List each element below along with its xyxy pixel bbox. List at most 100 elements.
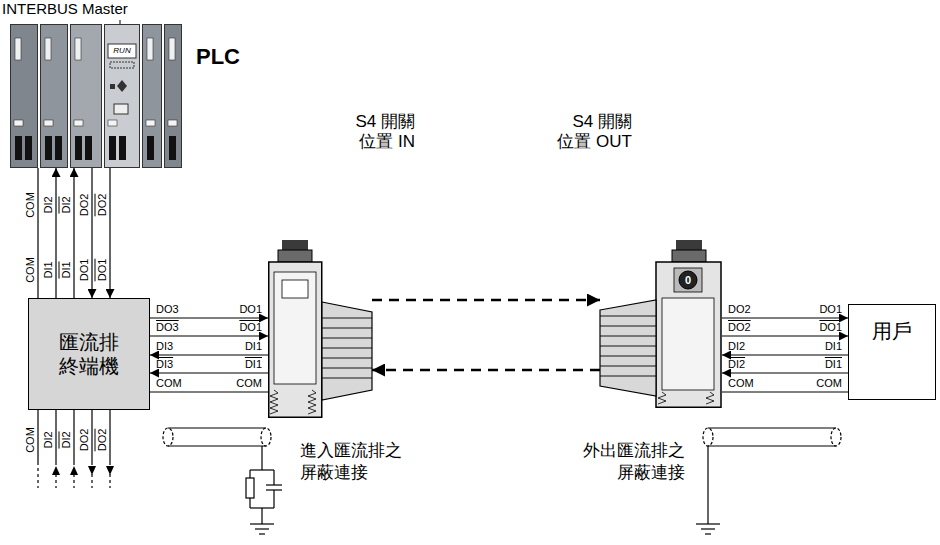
signal-wire	[722, 335, 848, 336]
optical-link-out-outline	[600, 346, 656, 347]
signal-label: COM	[236, 378, 262, 389]
optical-link-in-outline	[269, 240, 372, 417]
stub-arrowhead	[106, 466, 114, 475]
plc-rack-outline	[45, 38, 51, 60]
plc-rack-outline	[110, 62, 134, 68]
plc-rack-outline	[168, 120, 177, 126]
signal-label: COM	[156, 378, 182, 389]
signal-label: DO2	[97, 429, 108, 452]
box-label: 用戶	[872, 319, 912, 343]
signal-wire	[150, 372, 268, 373]
signal-label: DI1	[61, 261, 72, 278]
bus-stub-wire	[91, 410, 92, 462]
rc-ground-network	[255, 528, 269, 529]
optical-link-out-outline	[600, 376, 656, 377]
cable-shield	[261, 428, 271, 446]
optical-link-out-outline	[600, 326, 656, 327]
plc-rack-outline	[108, 120, 117, 126]
bus-stub-wire	[55, 410, 56, 462]
switch-dial-mark: 0	[685, 275, 691, 286]
signal-wire	[722, 354, 848, 355]
signal-label: COM	[816, 378, 842, 389]
signal-label: DO1	[97, 259, 108, 282]
rc-ground-network	[266, 484, 282, 485]
signal-wire	[150, 317, 268, 318]
plc-rack-outline	[14, 120, 23, 126]
stub-arrowhead	[88, 466, 96, 475]
signal-label: DI2	[61, 196, 72, 213]
light-beam-arrow	[372, 369, 600, 372]
ground-symbol	[696, 446, 720, 534]
plc-rack-outline	[143, 25, 162, 168]
signal-label: DI2	[43, 196, 54, 213]
optical-link-in-outline	[322, 368, 372, 369]
optical-link-out-outline	[676, 240, 702, 250]
ground-symbol	[705, 533, 711, 534]
optical-link-out-outline	[662, 298, 714, 390]
stub-arrowhead	[70, 466, 78, 475]
signal-label: DI2	[61, 431, 72, 448]
plc-rack-outline	[15, 136, 22, 160]
signal-label: COM	[25, 192, 36, 218]
signal-label: COM	[728, 378, 754, 389]
optical-link-in-outline	[282, 280, 308, 298]
optical-link-in-outline	[322, 328, 372, 329]
rc-ground-network	[250, 523, 274, 524]
optical-link-in-outline	[322, 338, 372, 339]
optical-link-out-outline	[672, 250, 706, 262]
signal-label: DI1	[825, 341, 842, 352]
signal-label: DI3	[156, 359, 173, 370]
cable-shield	[163, 428, 173, 446]
signal-label: DI1	[245, 341, 262, 352]
plc-rack-outline	[165, 25, 182, 168]
optical-link-in-outline	[322, 378, 372, 379]
cable-shield	[163, 428, 841, 446]
cable-shield	[168, 427, 266, 428]
signal-wire	[722, 372, 848, 373]
optical-link-out-outline	[656, 262, 721, 407]
shield-note: 進入匯流排之 屏蔽連接	[300, 440, 430, 484]
switch-label: S4 開關 位置 IN	[330, 112, 415, 153]
cable-shield	[703, 428, 713, 446]
rc-ground-network	[273, 470, 274, 485]
signal-label: DI1	[43, 261, 54, 278]
optical-link-in-outline	[278, 250, 312, 262]
ground-symbol	[696, 523, 720, 524]
rc-ground-network	[250, 469, 274, 470]
plc-rack-outline	[105, 25, 140, 168]
plc-rack-outline	[71, 25, 102, 168]
bus-stub-wire	[37, 462, 38, 488]
signal-wire	[109, 168, 110, 298]
plc-rack-outline	[11, 25, 182, 168]
bus-stub-wire	[37, 410, 38, 462]
bus-stub-wire	[73, 410, 74, 462]
signal-label: DO1	[819, 322, 842, 333]
signal-label: COM	[25, 427, 36, 453]
optical-link-in-outline	[322, 302, 372, 400]
optical-link-out-outline	[600, 356, 656, 357]
rc-ground-network	[273, 490, 274, 508]
plc-rack-outline	[147, 38, 153, 60]
signal-label: DO3	[156, 304, 179, 315]
plc-rack-outline	[44, 120, 53, 126]
signal-label: DO2	[79, 194, 90, 217]
optical-link-out-outline	[600, 366, 656, 367]
plc-rack-outline	[75, 136, 82, 160]
optical-link-out-outline	[600, 316, 656, 317]
optical-link-out-outline	[600, 240, 721, 407]
optical-link-in-outline	[322, 348, 372, 349]
optical-link-out-outline	[679, 271, 697, 289]
optical-link-out: S4 開關 位置 OUT	[600, 240, 722, 408]
optical-link-in-outline	[308, 390, 316, 414]
plc-rack-outline	[55, 136, 62, 160]
signal-label: DI3	[156, 341, 173, 352]
signal-label: DO1	[819, 304, 842, 315]
plc-rack-outline	[147, 136, 154, 160]
optical-link-in-outline	[268, 240, 372, 418]
stub-arrowhead	[52, 466, 114, 475]
signal-wire	[150, 354, 268, 355]
plc-rack-outline	[41, 25, 68, 168]
display-text: RUN	[113, 47, 130, 55]
